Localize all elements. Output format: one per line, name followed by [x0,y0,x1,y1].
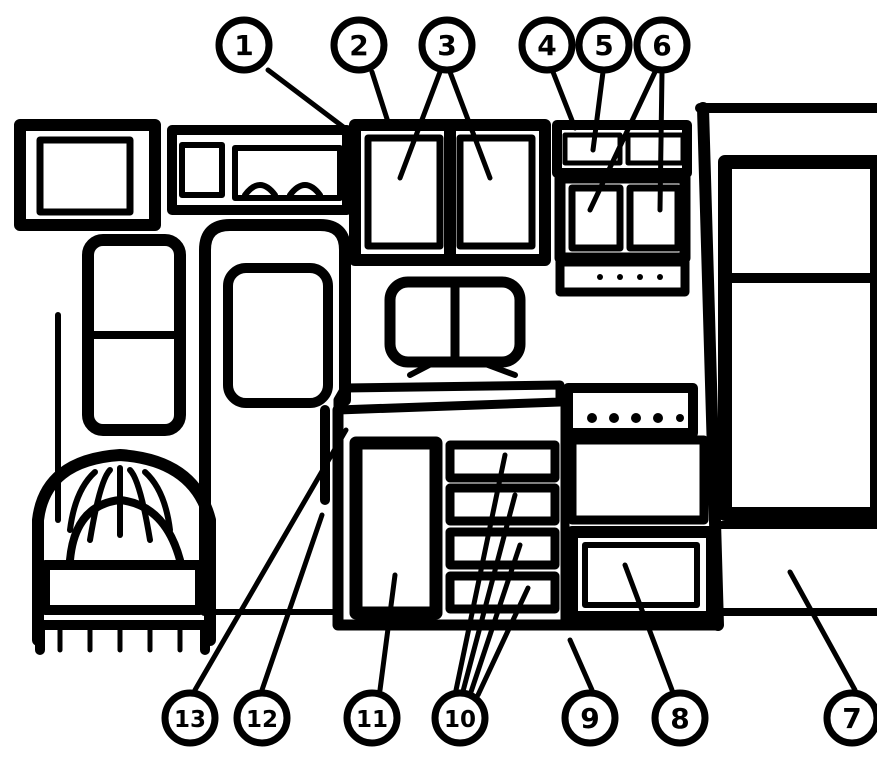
callout-5-label: 5 [594,29,613,62]
callout-2-label: 2 [349,29,368,62]
callout-5: 5 [579,20,629,70]
right-upper-cabinet [557,125,687,292]
callout-2: 2 [334,20,384,70]
oven [572,440,712,617]
callout-8: 8 [655,693,705,743]
callout-9-label: 9 [580,702,599,735]
callout-7-label: 7 [842,702,861,735]
callout-6: 6 [637,20,687,70]
callout-3: 3 [422,20,472,70]
tv-monitor [20,125,155,225]
callout-10: 10 [435,693,485,743]
callout-1: 1 [219,20,269,70]
callout-12: 12 [237,693,287,743]
cabinet-door [356,443,436,613]
callout-12-label: 12 [246,707,278,733]
upper-shelf [172,130,347,210]
callout-4: 4 [522,20,572,70]
stove-top [568,388,693,433]
callout-4-label: 4 [537,29,556,62]
callout-10-label: 10 [444,707,476,733]
wall-window [88,240,180,430]
callout-3-label: 3 [437,29,456,62]
refrigerator [700,108,877,625]
armchair [38,455,210,650]
callout-1-label: 1 [234,29,253,62]
callout-7: 7 [827,693,877,743]
callout-11-label: 11 [356,707,388,733]
upper-cabinets [355,125,545,260]
counter-top [338,385,560,410]
callout-13: 13 [165,693,215,743]
callout-8-label: 8 [670,702,689,735]
callout-6-label: 6 [652,29,671,62]
callout-13-label: 13 [174,707,206,733]
callout-9: 9 [565,693,615,743]
callout-11: 11 [347,693,397,743]
kitchen-window [390,282,520,375]
